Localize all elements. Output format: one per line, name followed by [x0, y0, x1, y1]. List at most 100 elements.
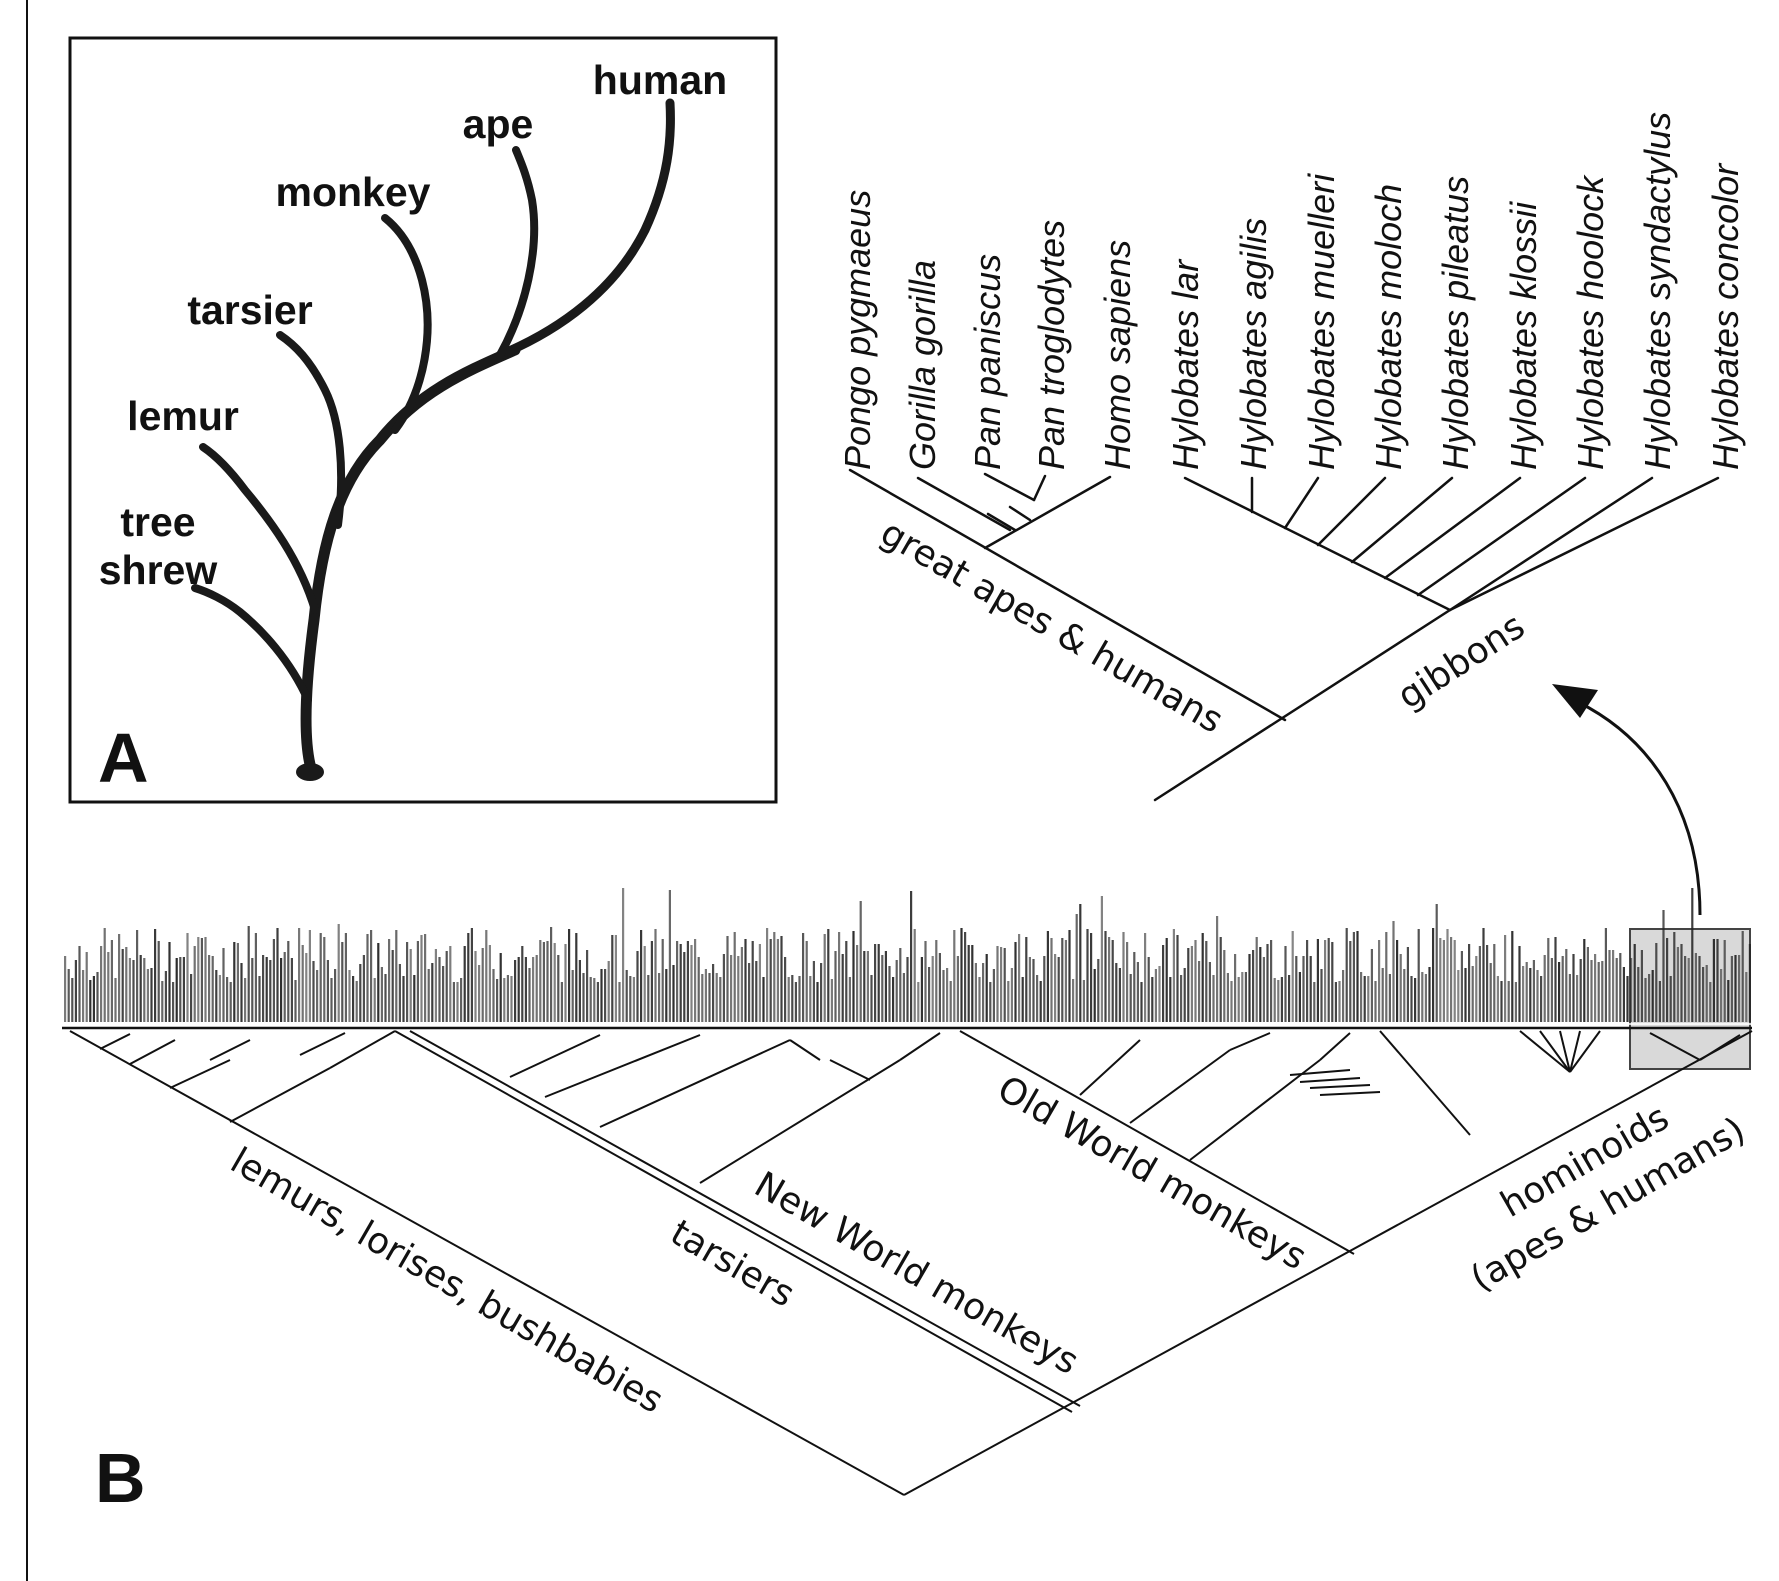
tip-label-mark [1126, 942, 1129, 1022]
tip-label-mark [1108, 937, 1111, 1022]
tip-label-mark [272, 939, 275, 1022]
tip-label-mark [766, 928, 769, 1022]
ga-to-homo [983, 475, 1112, 550]
tip-label-mark [179, 957, 182, 1022]
tip-label-mark [1532, 960, 1535, 1022]
tip-label-mark [377, 943, 380, 1022]
tip-label-mark [589, 977, 592, 1022]
panel-b: lemurs, lorises, bushbabies tarsiers New… [62, 888, 1753, 1517]
tip-label-mark [398, 964, 401, 1022]
zoom-arrow [1552, 684, 1702, 916]
tip-label-mark [715, 973, 718, 1022]
tip-label-mark [737, 956, 740, 1022]
tip-label-mark [1352, 932, 1355, 1022]
tip-label-mark [1442, 940, 1445, 1022]
ga-pan-node [986, 512, 1017, 532]
tip-label-mark [154, 929, 157, 1022]
tip-label-mark [1518, 946, 1521, 1022]
tip-label-mark [226, 977, 229, 1022]
inset-branches [848, 468, 1720, 802]
tip-label-mark [683, 952, 686, 1022]
nw-internal-5 [899, 1032, 941, 1061]
tip-label-mark [74, 960, 77, 1022]
tip-label-mark [1543, 955, 1546, 1022]
tip-label-mark [550, 927, 553, 1022]
tip-label-mark [1655, 943, 1658, 1022]
tip-label-mark [726, 936, 729, 1022]
tip-label-mark [442, 966, 445, 1022]
tip-label-mark [1374, 981, 1377, 1022]
tip-label-mark [920, 957, 923, 1022]
tip-label-mark [240, 963, 243, 1022]
tip-label-mark [128, 958, 131, 1022]
tip-label-mark [384, 974, 387, 1022]
tip-label-mark [452, 982, 455, 1022]
tip-label-mark [1313, 982, 1316, 1022]
tip-label-mark [1000, 947, 1003, 1022]
tip-label-mark [1723, 940, 1726, 1022]
tip-label-mark [1244, 972, 1247, 1022]
tip-label-mark [157, 941, 160, 1022]
tip-label-mark [1662, 910, 1665, 1022]
tip-label-mark [1594, 954, 1597, 1022]
tip-label-mark [1043, 956, 1046, 1022]
tip-label-mark [1100, 896, 1103, 1022]
ga-gorilla [916, 476, 1012, 532]
tip-label-mark [618, 982, 621, 1022]
tip-label-mark [1705, 965, 1708, 1022]
tip-label-mark [301, 945, 304, 1022]
tree-root [296, 763, 324, 781]
tip-label-mark [1738, 955, 1741, 1022]
tip-label-mark [539, 940, 542, 1022]
tip-label-mark [1684, 956, 1687, 1022]
tip-label-mark [820, 963, 823, 1022]
tip-label-mark [1478, 946, 1481, 1022]
tip-label-mark [1558, 962, 1561, 1022]
tip-label-mark [391, 950, 394, 1022]
tip-label-mark [1496, 976, 1499, 1022]
species-label-pan-paniscus: Pan paniscus [967, 254, 1008, 470]
panel-a: tree shrew lemur tarsier monkey ape huma… [68, 36, 778, 804]
ow-internal-1 [1189, 1059, 1321, 1161]
tip-label-mark [1295, 956, 1298, 1022]
tip-label-mark [463, 946, 466, 1022]
ow-internal-8 [1309, 1084, 1371, 1089]
tip-label-mark [809, 976, 812, 1022]
tip-label-mark [1237, 977, 1240, 1022]
tip-label-mark [92, 976, 95, 1022]
hom-internal-3 [1539, 1030, 1571, 1073]
tip-label-marks [64, 888, 1751, 1022]
tip-label-mark [1432, 928, 1435, 1022]
tip-label-mark [769, 939, 772, 1022]
tip-label-mark [150, 968, 153, 1022]
tip-label-mark [323, 937, 326, 1022]
tip-label-mark [586, 950, 589, 1022]
tip-label-mark [906, 957, 909, 1022]
tip-label-mark [1118, 968, 1121, 1022]
tip-label-mark [1115, 963, 1118, 1022]
tip-label-mark [1316, 939, 1319, 1022]
tip-label-mark [460, 978, 463, 1022]
tip-label-mark [744, 939, 747, 1022]
tip-label-mark [1504, 935, 1507, 1022]
tip-label-mark [593, 978, 596, 1022]
tip-label-mark [1403, 969, 1406, 1022]
tip-label-mark [661, 939, 664, 1022]
tip-label-mark [413, 975, 416, 1022]
tip-label-mark [874, 944, 877, 1022]
tip-label-mark [352, 976, 355, 1022]
tip-label-mark [625, 970, 628, 1022]
tip-label-mark [1579, 959, 1582, 1022]
tip-label-mark [647, 975, 650, 1022]
tip-label-mark [1198, 961, 1201, 1022]
tip-label-mark [1378, 940, 1381, 1022]
tip-label-mark [712, 964, 715, 1022]
tip-label-mark [132, 960, 135, 1022]
tip-label-mark [870, 975, 873, 1022]
tip-label-mark [334, 969, 337, 1022]
tip-label-mark [758, 944, 761, 1022]
tip-label-mark [1324, 940, 1327, 1022]
tip-label-mark [1676, 947, 1679, 1022]
tip-label-mark [755, 961, 758, 1022]
ape-branch [496, 146, 539, 359]
